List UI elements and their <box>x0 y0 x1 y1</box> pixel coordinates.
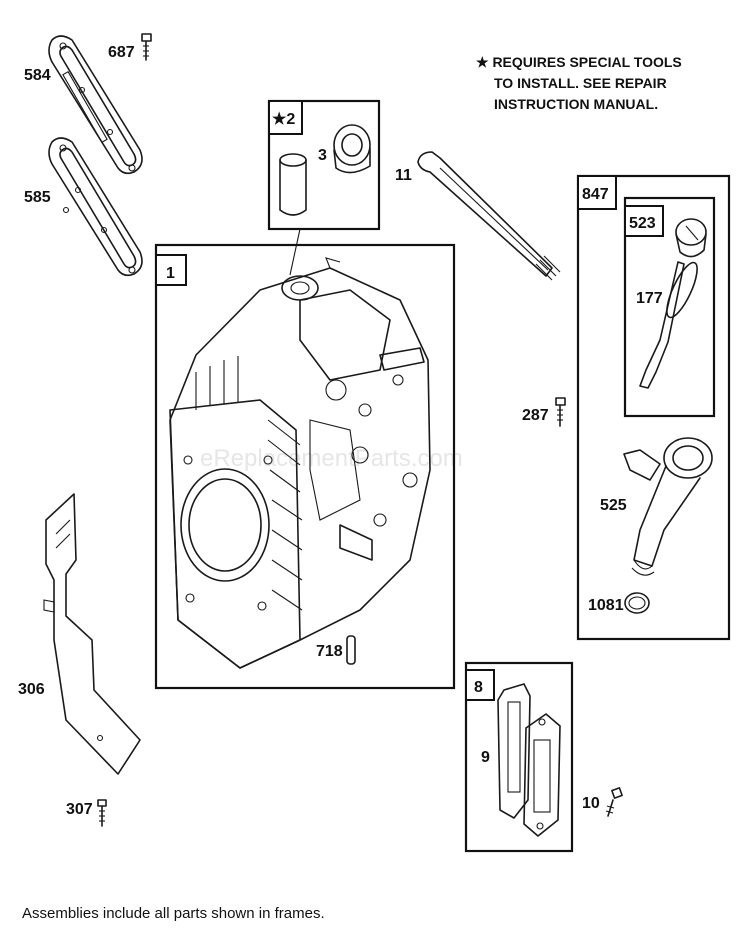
frame-847[interactable]: 847 523 177 525 <box>576 174 731 641</box>
bolt-287[interactable] <box>555 397 566 427</box>
label-306: 306 <box>18 681 45 698</box>
footer-note: Assemblies include all parts shown in fr… <box>22 905 325 922</box>
frame-2-tag: ★2 <box>272 111 295 128</box>
gasket-584[interactable] <box>48 35 143 175</box>
label-3: 3 <box>318 147 327 164</box>
frame-847-tag: 847 <box>582 186 609 203</box>
dipstick-tube-11[interactable] <box>417 151 561 281</box>
label-525: 525 <box>600 497 627 514</box>
o-ring-1081[interactable] <box>624 592 650 614</box>
special-tools-note: ★ REQUIRES SPECIAL TOOLS TO INSTALL. SEE… <box>476 54 682 112</box>
frame-1-tag: 1 <box>166 265 175 282</box>
label-11: 11 <box>395 167 412 184</box>
leader-2 <box>289 228 301 276</box>
note-line-1: ★ REQUIRES SPECIAL TOOLS <box>476 54 682 70</box>
frame-8-tag: 8 <box>474 679 483 696</box>
label-687: 687 <box>108 44 135 61</box>
note-line-2: TO INSTALL. SEE REPAIR <box>494 75 667 91</box>
watermark-text: eReplacementParts.com <box>200 445 463 472</box>
frame-8-breather[interactable]: 8 <box>464 661 574 853</box>
air-guide-306[interactable] <box>43 493 141 775</box>
frame-523[interactable]: 523 <box>623 196 716 418</box>
label-585: 585 <box>24 189 51 206</box>
label-584: 584 <box>24 67 51 84</box>
label-1081: 1081 <box>588 597 624 614</box>
frame-1-cylinder[interactable]: 1 <box>154 243 456 690</box>
label-307: 307 <box>66 801 93 818</box>
bolt-687[interactable] <box>141 33 152 61</box>
note-line-3: INSTRUCTION MANUAL. <box>494 96 658 112</box>
label-9: 9 <box>481 749 490 766</box>
tube-525[interactable] <box>623 437 713 576</box>
frame-2[interactable]: ★2 <box>267 99 381 231</box>
label-177: 177 <box>636 290 663 307</box>
label-10: 10 <box>582 795 600 812</box>
screw-10[interactable] <box>605 787 623 817</box>
frame-523-tag: 523 <box>629 215 656 232</box>
gasket-585[interactable] <box>48 137 143 277</box>
screw-307[interactable] <box>97 799 107 827</box>
label-718: 718 <box>316 643 343 660</box>
label-287: 287 <box>522 407 549 424</box>
